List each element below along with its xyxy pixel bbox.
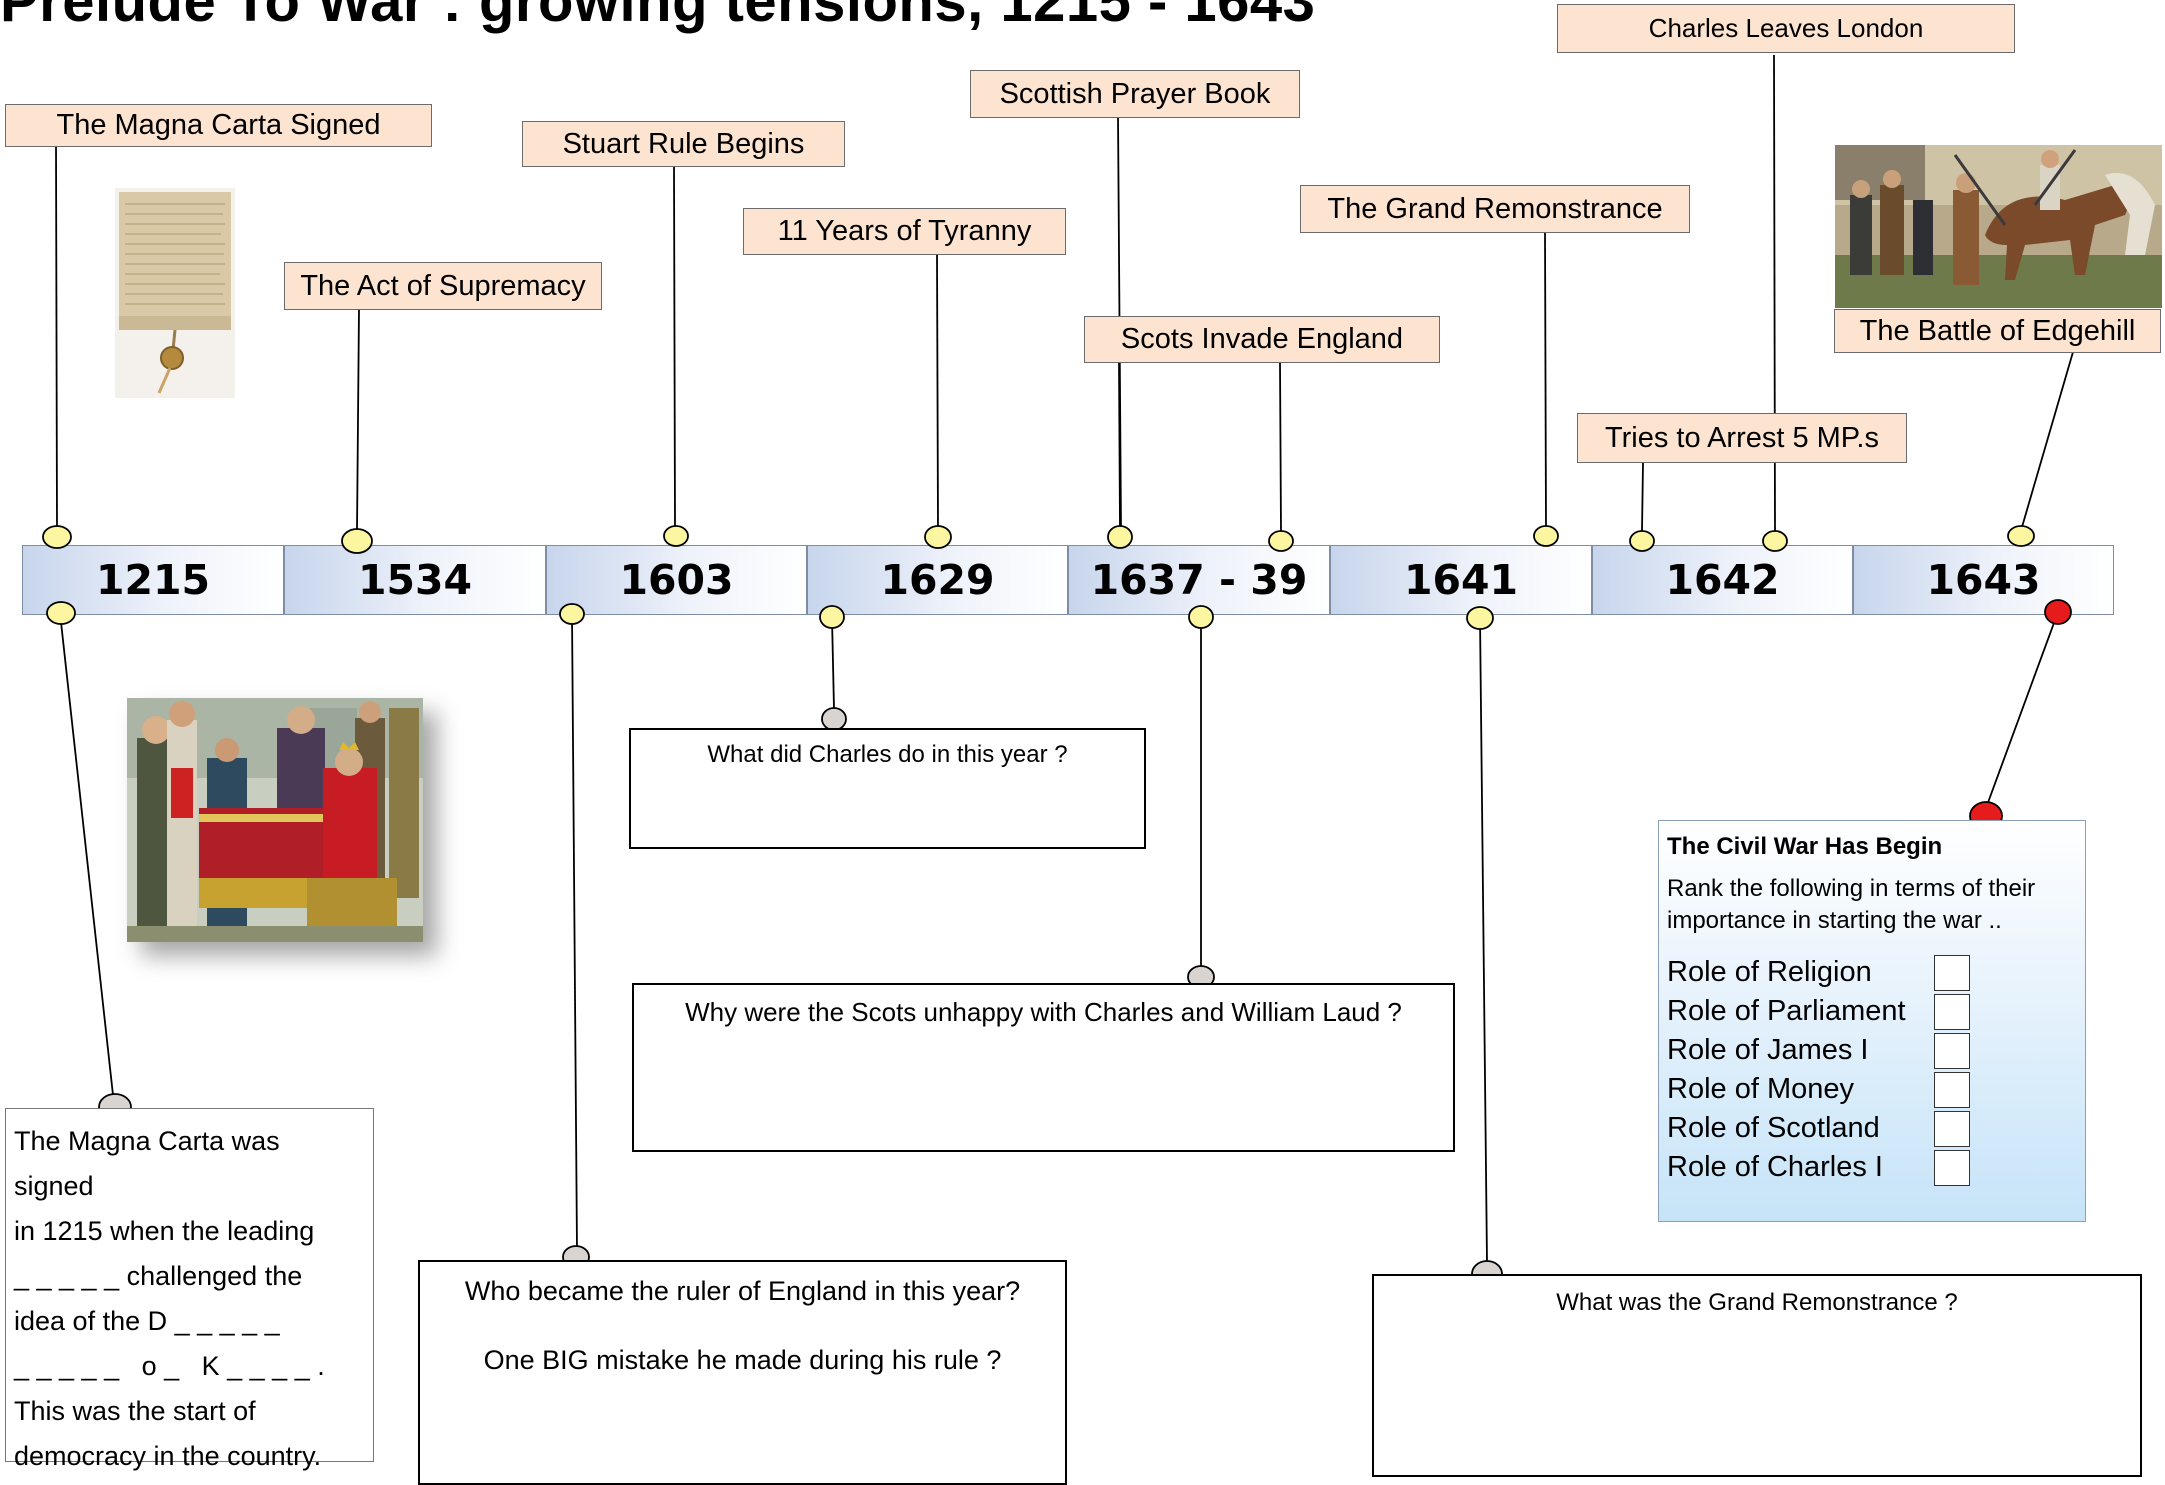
event-stuart-rule: Stuart Rule Begins xyxy=(522,121,845,167)
event-magna-carta: The Magna Carta Signed xyxy=(5,104,432,147)
ranking-label: Role of Parliament xyxy=(1667,995,1906,1027)
year-1603: 1603 xyxy=(546,545,807,615)
event-act-of-supremacy: The Act of Supremacy xyxy=(284,262,602,310)
civil-war-title: The Civil War Has Begin xyxy=(1667,833,1943,860)
pin-1643-top xyxy=(2007,525,2035,547)
civil-war-prompt-line: importance in starting the war .. xyxy=(1667,907,2002,934)
info-line: idea of the D _ _ _ _ _ xyxy=(14,1306,280,1336)
info-line: democracy in the country. xyxy=(14,1441,322,1471)
rank-box-charles[interactable] xyxy=(1934,1149,1970,1186)
year-1637-39: 1637 - 39 xyxy=(1068,545,1330,615)
king-john-signing-image xyxy=(127,698,423,942)
question-text-ruler: Who became the ruler of England in this … xyxy=(464,1276,1021,1306)
ranking-row-parliament: Role of Parliament xyxy=(1667,992,1970,1031)
ranking-row-james: Role of James I xyxy=(1667,1031,1970,1070)
connector-lines xyxy=(55,54,2074,1263)
pin-1629-top xyxy=(924,525,952,549)
ranking-label: Role of Religion xyxy=(1667,956,1872,988)
ranking-label: Role of Charles I xyxy=(1667,1151,1883,1183)
ranking-row-religion: Role of Religion xyxy=(1667,953,1970,992)
rank-box-religion[interactable] xyxy=(1934,954,1970,991)
year-1629: 1629 xyxy=(807,545,1068,615)
event-charles-leaves: Charles Leaves London xyxy=(1557,4,2015,53)
ranking-row-money: Role of Money xyxy=(1667,1070,1970,1109)
year-1534: 1534 xyxy=(284,545,546,615)
pin-1629-bottom xyxy=(819,605,845,629)
year-1642: 1642 xyxy=(1592,545,1853,615)
pin-1637-bottom xyxy=(1188,605,1214,629)
pin-1534-top xyxy=(341,528,373,554)
question-text: What was the Grand Remonstrance ? xyxy=(1556,1289,1958,1316)
info-line: This was the start of xyxy=(14,1396,256,1426)
info-line: _ _ _ _ _ o _ K _ _ _ _ . xyxy=(14,1351,325,1381)
civil-war-ranking-box: The Civil War Has Begin Rank the followi… xyxy=(1658,820,2086,1222)
pin-1642-leaves-top xyxy=(1762,530,1788,552)
rank-box-scotland[interactable] xyxy=(1934,1110,1970,1147)
ranking-row-charles: Role of Charles I xyxy=(1667,1148,1970,1187)
question-text-mistake: One BIG mistake he made during his rule … xyxy=(483,1345,1002,1375)
pin-1603-bottom xyxy=(559,603,585,625)
battle-of-edgehill-image xyxy=(1835,145,2162,308)
rank-box-money[interactable] xyxy=(1934,1071,1970,1108)
rank-box-parliament[interactable] xyxy=(1934,993,1970,1030)
question-text: What did Charles do in this year ? xyxy=(707,741,1068,768)
info-line: in 1215 when the leading xyxy=(14,1216,315,1246)
event-tyranny: 11 Years of Tyranny xyxy=(743,208,1066,255)
question-box-scots-unhappy[interactable]: Why were the Scots unhappy with Charles … xyxy=(632,983,1455,1152)
question-text: Why were the Scots unhappy with Charles … xyxy=(685,997,1402,1027)
event-scots-invade: Scots Invade England xyxy=(1084,316,1440,363)
pin-1639-top xyxy=(1268,530,1294,552)
pin-1215-bottom xyxy=(46,601,76,625)
magna-carta-info-box: The Magna Carta was signed in 1215 when … xyxy=(5,1108,374,1471)
magna-carta-document-image xyxy=(115,188,235,398)
info-line: The Magna Carta was signed xyxy=(14,1126,280,1201)
info-line: _ _ _ _ _ challenged the xyxy=(14,1261,303,1291)
civil-war-prompt-line: Rank the following in terms of their xyxy=(1667,875,2036,902)
pin-1215-top xyxy=(42,525,72,549)
pin-charles-question xyxy=(821,707,847,731)
event-edgehill: The Battle of Edgehill xyxy=(1834,309,2161,353)
question-box-grand-remonstrance[interactable]: What was the Grand Remonstrance ? xyxy=(1372,1274,2142,1477)
question-box-charles-year[interactable]: What did Charles do in this year ? xyxy=(629,728,1146,849)
ranking-label: Role of James I xyxy=(1667,1034,1869,1066)
question-box-ruler-1603[interactable]: Who became the ruler of England in this … xyxy=(418,1260,1067,1485)
pin-1603-top xyxy=(663,525,689,547)
pin-1641-bottom xyxy=(1466,606,1494,630)
pin-1641-top xyxy=(1533,525,1559,547)
page-title: Prelude To War : growing tensions, 1215 … xyxy=(0,0,1316,34)
ranking-label: Role of Scotland xyxy=(1667,1112,1880,1144)
year-1641: 1641 xyxy=(1330,545,1592,615)
pin-1637-top xyxy=(1107,525,1133,549)
pin-1643-bottom xyxy=(2044,599,2072,625)
rank-box-james[interactable] xyxy=(1934,1032,1970,1069)
ranking-row-scotland: Role of Scotland xyxy=(1667,1109,1970,1148)
year-1643: 1643 xyxy=(1853,545,2114,615)
ranking-list: Role of Religion Role of Parliament Role… xyxy=(1667,953,2077,1187)
event-arrest-mps: Tries to Arrest 5 MP.s xyxy=(1577,413,1907,463)
event-grand-remonstrance: The Grand Remonstrance xyxy=(1300,185,1690,233)
ranking-label: Role of Money xyxy=(1667,1073,1854,1105)
event-prayer-book: Scottish Prayer Book xyxy=(970,70,1300,118)
pin-1642-arrest-top xyxy=(1629,530,1655,552)
pins xyxy=(42,525,2072,1288)
civil-war-prompt: Rank the following in terms of their imp… xyxy=(1667,873,2077,937)
